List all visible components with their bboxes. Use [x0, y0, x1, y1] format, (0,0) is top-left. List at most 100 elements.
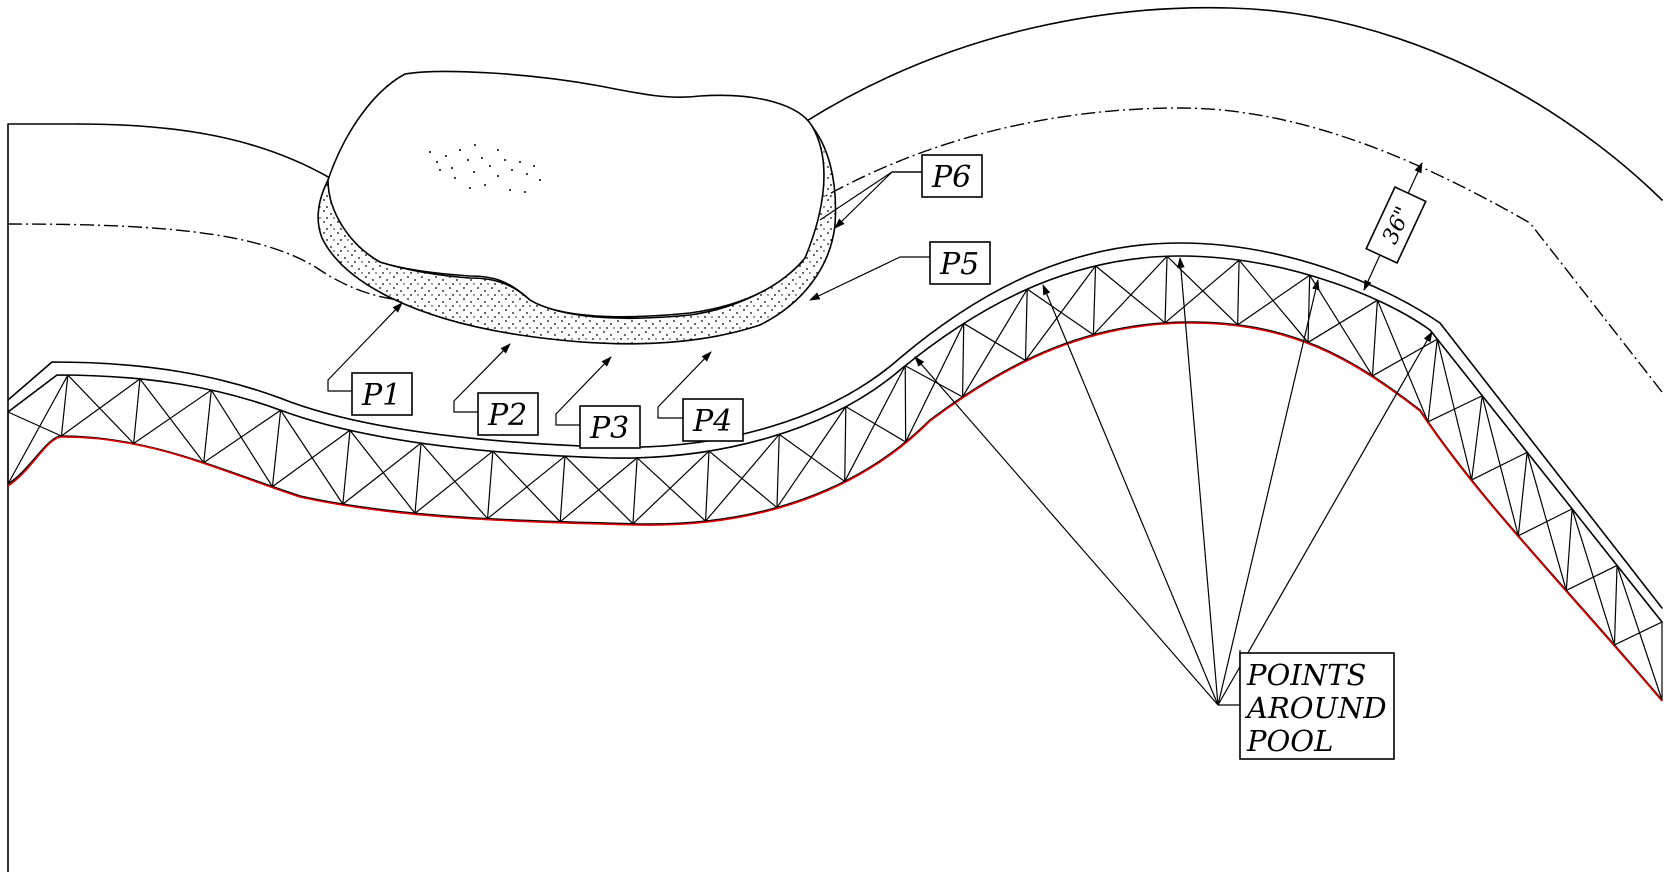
boulder-top-texture: [429, 144, 541, 193]
truss-brace: [133, 389, 212, 444]
label-p4-text: P4: [692, 404, 732, 439]
truss-post: [1565, 508, 1573, 591]
points-around-pool-note: POINTS AROUND POOL: [1239, 652, 1395, 760]
truss-post: [271, 410, 282, 487]
label-p3-text: P3: [589, 411, 629, 446]
label-p6-text: P6: [931, 160, 971, 195]
label-p3: P3: [579, 405, 641, 449]
label-p1-text: P1: [361, 378, 401, 413]
truss-brace: [636, 457, 706, 522]
truss-post: [1092, 265, 1097, 335]
truss-brace: [1566, 564, 1618, 591]
truss-post: [1164, 256, 1168, 323]
truss-post: [1371, 300, 1378, 376]
truss-brace: [7, 411, 62, 437]
truss-post: [1471, 395, 1483, 481]
truss-post: [1517, 452, 1528, 536]
pool-coping-inner: [7, 255, 1663, 623]
truss-post: [961, 323, 965, 397]
truss-brace: [342, 442, 422, 505]
truss-brace: [1309, 274, 1373, 377]
truss-brace: [632, 450, 710, 525]
truss-post: [844, 406, 847, 482]
truss-post: [1237, 260, 1240, 325]
truss-post: [60, 374, 69, 437]
truss-brace: [61, 378, 141, 437]
truss-brace: [559, 457, 638, 523]
boulder-top: [327, 70, 825, 318]
pool-edge: [7, 321, 1663, 701]
label-p5-text: P5: [939, 247, 979, 282]
truss-brace: [7, 374, 69, 485]
truss-brace: [962, 288, 1028, 398]
leader-lines: [327, 171, 930, 426]
truss-brace: [1024, 265, 1097, 361]
truss-post: [486, 451, 494, 519]
truss-post: [632, 457, 638, 524]
dimension-36-inch: 36": [1363, 162, 1427, 291]
truss-brace: [1164, 259, 1240, 324]
truss-post: [704, 451, 710, 522]
truss-brace: [1238, 259, 1309, 343]
truss-brace: [349, 429, 416, 514]
truss-post: [133, 378, 141, 444]
truss-brace: [845, 406, 906, 443]
truss-post: [203, 389, 212, 463]
pool-edge-trace: [7, 322, 1663, 702]
truss-brace: [1427, 395, 1483, 423]
truss-brace: [1376, 299, 1429, 423]
truss-brace: [844, 365, 906, 482]
truss-brace: [1614, 621, 1663, 646]
truss-brace: [1372, 338, 1438, 377]
truss-post: [414, 442, 422, 514]
label-p5: P5: [929, 241, 991, 285]
truss-brace: [1307, 299, 1378, 343]
truss-brace: [708, 450, 778, 508]
truss-brace: [778, 433, 846, 482]
points-around-pool-leaders: [914, 256, 1433, 706]
pool-coping-outer: [7, 242, 1663, 609]
truss-post: [1307, 275, 1311, 343]
truss-brace: [272, 429, 351, 488]
truss-brace: [1092, 255, 1168, 336]
truss-brace: [1026, 288, 1094, 336]
truss-brace: [776, 406, 847, 508]
boulder: [317, 70, 837, 345]
label-p2-text: P2: [487, 398, 527, 433]
truss-brace: [1518, 508, 1573, 537]
note-line-1: POINTS: [1246, 658, 1366, 692]
truss-brace: [904, 365, 963, 398]
truss-brace: [203, 409, 281, 464]
truss-brace: [280, 409, 344, 505]
truss-brace: [420, 442, 489, 520]
truss-brace: [1237, 274, 1311, 326]
truss-brace: [1471, 451, 1528, 481]
note-line-3: POOL: [1246, 724, 1333, 758]
label-p4: P4: [682, 398, 744, 442]
truss-post: [1613, 565, 1618, 645]
setback-line: [7, 107, 1663, 393]
sheet-border: [7, 123, 79, 872]
truss-brace: [963, 322, 1026, 361]
note-line-2: AROUND: [1244, 691, 1387, 725]
label-p6: P6: [921, 154, 983, 198]
truss-post: [1024, 289, 1028, 361]
truss-brace: [210, 389, 273, 487]
coping-truss-band: [7, 255, 1663, 701]
truss-post: [342, 430, 351, 505]
truss-brace: [1095, 265, 1166, 324]
truss-brace: [487, 455, 566, 520]
label-p1: P1: [351, 372, 413, 416]
outer-deck-line: [77, 6, 1663, 201]
truss-post: [1427, 339, 1438, 422]
label-p2: P2: [477, 392, 539, 436]
truss-post: [776, 434, 780, 508]
truss-brace: [414, 450, 494, 514]
truss-brace: [67, 374, 135, 444]
truss-brace: [139, 378, 205, 463]
truss-post: [559, 456, 566, 522]
truss-brace: [905, 323, 965, 443]
truss-brace: [705, 434, 780, 522]
